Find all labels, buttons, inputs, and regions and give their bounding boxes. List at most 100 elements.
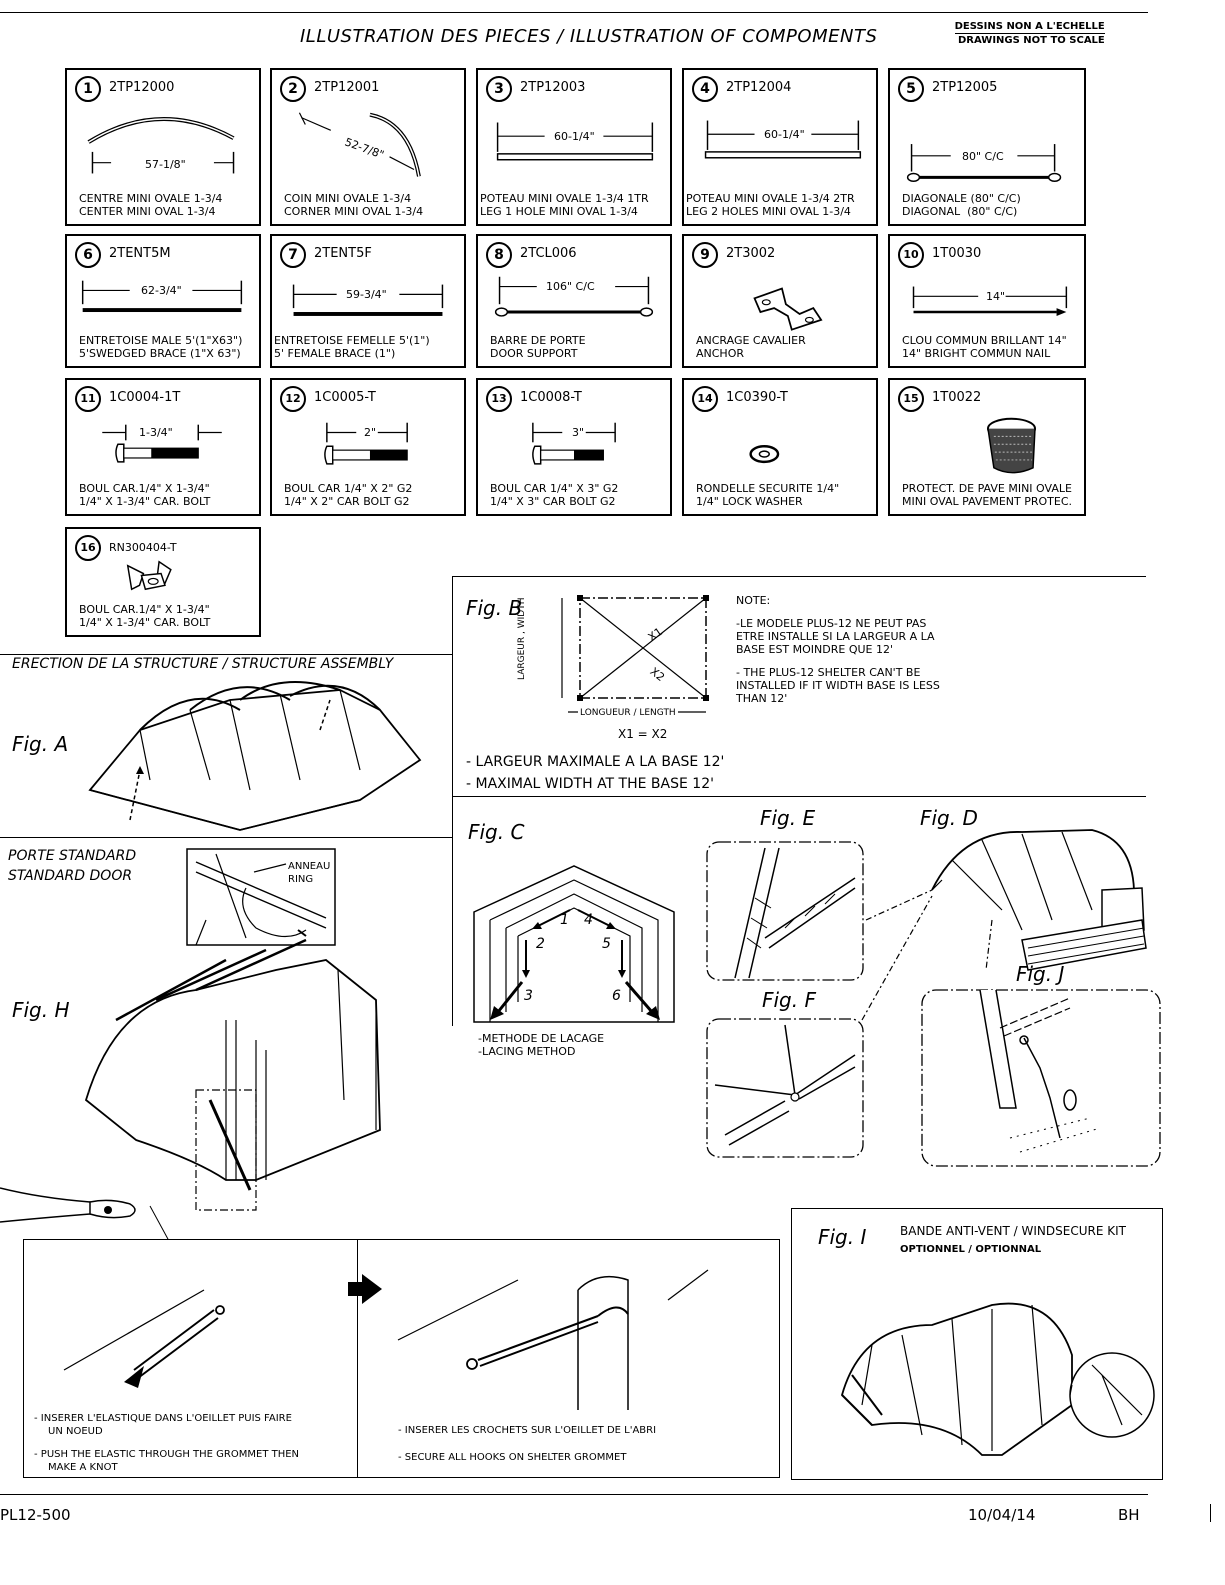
- left-instr-2: UN NOEUD: [48, 1426, 103, 1437]
- part-card-15: 15 1T0022 PROTECT. DE PAVE MINI OVALE MI…: [888, 378, 1086, 516]
- fig-c-label: Fig. C: [468, 820, 525, 844]
- desc-en: 1/4" X 3" CAR BOLT G2: [490, 495, 616, 508]
- desc-fr: PROTECT. DE PAVE MINI OVALE: [902, 482, 1072, 495]
- part-card-9: 9 2T3002 ANCRAGE CAVALIER ANCHOR: [682, 234, 878, 368]
- scale-note-en: DRAWINGS NOT TO SCALE: [958, 35, 1105, 46]
- fig-b-equation: X1 = X2: [618, 727, 668, 741]
- fig-e-label: Fig. E: [760, 806, 816, 830]
- part-number: 13: [486, 386, 512, 412]
- ring-detail-drawing: [186, 848, 336, 946]
- desc-fr: POTEAU MINI OVALE 1-3/4 2TR: [686, 192, 855, 205]
- desc-en: CORNER MINI OVAL 1-3/4: [284, 205, 424, 218]
- desc-en: 5'SWEDGED BRACE (1"X 63"): [79, 347, 241, 360]
- anchor-bracket-drawing: [753, 287, 823, 331]
- part-code: 2TENT5F: [314, 246, 372, 261]
- part-card-12: 12 1C0005-T 2" BOUL CAR 1/4" X 2" G2 1/4…: [270, 378, 466, 516]
- ring-fr: ANNEAU: [288, 861, 331, 872]
- fig-h-drawing: [84, 919, 381, 1211]
- part-dimension: 60-1/4": [554, 130, 595, 143]
- wing-nut-drawing: [126, 560, 172, 591]
- part-dimension: 60-1/4": [764, 128, 805, 141]
- fig-b-note: NOTE: -LE MODELE PLUS-12 NE PEUT PAS ETR…: [736, 594, 940, 705]
- desc-fr: POTEAU MINI OVALE 1-3/4 1TR: [480, 192, 649, 205]
- right-instructions: - INSERER LES CROCHETS SUR L'OEILLET DE …: [398, 1424, 656, 1464]
- part-description: BOUL CAR 1/4" X 2" G2 1/4" X 2" CAR BOLT…: [284, 482, 412, 508]
- part-number: 10: [898, 242, 924, 268]
- assembly-title: ERECTION DE LA STRUCTURE / STRUCTURE ASS…: [12, 656, 394, 672]
- part-code: 1C0005-T: [314, 390, 376, 405]
- desc-en: 14" BRIGHT COMMUN NAIL: [902, 347, 1051, 360]
- part-description: ANCRAGE CAVALIER ANCHOR: [696, 334, 806, 360]
- fig-b-label: Fig. B: [466, 596, 523, 620]
- part-number: 9: [692, 242, 718, 268]
- desc-en: ANCHOR: [696, 347, 745, 360]
- desc-en: 1/4" X 2" CAR BOLT G2: [284, 495, 410, 508]
- part-dimension: 62-3/4": [141, 284, 182, 297]
- part-code: 2TP12003: [520, 80, 586, 95]
- fig-i-drawing: [840, 1302, 1155, 1456]
- part-code: 1T0030: [932, 246, 982, 261]
- part-code: 2T3002: [726, 246, 776, 261]
- part-number: 7: [280, 242, 306, 268]
- right-instr-1: - INSERER LES CROCHETS SUR L'OEILLET DE …: [398, 1425, 657, 1436]
- part-card-5: 5 2TP12005 80" C/C DIAGONALE (80" C/C) D…: [888, 68, 1086, 226]
- desc-en: DIAGONAL (80" C/C): [902, 205, 1018, 218]
- desc-fr: ENTRETOISE FEMELLE 5'(1"): [274, 334, 430, 347]
- fig-c-step-4: 4: [584, 912, 593, 928]
- part-number: 3: [486, 76, 512, 102]
- part-description: DIAGONALE (80" C/C) DIAGONAL (80" C/C): [902, 192, 1021, 218]
- part-code: 2TP12001: [314, 80, 380, 95]
- desc-en: DOOR SUPPORT: [490, 347, 578, 360]
- part-card-14: 14 1C0390-T RONDELLE SECURITE 1/4" 1/4" …: [682, 378, 878, 516]
- desc-en: LEG 1 HOLE MINI OVAL 1-3/4: [480, 205, 638, 218]
- part-code: RN300404-T: [109, 541, 177, 554]
- part-number: 15: [898, 386, 924, 412]
- nail-drawing: [912, 286, 1068, 316]
- method-en: -LACING METHOD: [478, 1045, 576, 1058]
- lock-washer-drawing: [749, 445, 780, 464]
- doc-number: PL12-500: [0, 1506, 71, 1524]
- desc-fr: BOUL CAR.1/4" X 1-3/4": [79, 482, 210, 495]
- part-dimension: 59-3/4": [346, 288, 387, 301]
- fig-i-subtitle: OPTIONNEL / OPTIONNAL: [900, 1244, 1042, 1255]
- part-description: BOUL CAR 1/4" X 3" G2 1/4" X 3" CAR BOLT…: [490, 482, 618, 508]
- desc-fr: BOUL CAR.1/4" X 1-3/4": [79, 603, 210, 616]
- door-label: PORTE STANDARD STANDARD DOOR: [8, 846, 136, 886]
- part-description: ENTRETOISE FEMELLE 5'(1") 5' FEMALE BRAC…: [274, 334, 430, 360]
- note-fr-2: ETRE INSTALLE SI LA LARGEUR A LA: [736, 630, 935, 643]
- fig-d-drawing: [861, 829, 1147, 1021]
- desc-en: CENTER MINI OVAL 1-3/4: [79, 205, 216, 218]
- part-description: PROTECT. DE PAVE MINI OVALE MINI OVAL PA…: [902, 482, 1072, 508]
- fig-d-label: Fig. D: [920, 806, 978, 830]
- part-dimension: 106" C/C: [546, 280, 595, 293]
- fig-i-panel: Fig. I BANDE ANTI-VENT / WINDSECURE KIT …: [791, 1208, 1163, 1480]
- fig-a-drawing: [88, 681, 422, 831]
- carriage-bolt-drawing: [324, 422, 408, 465]
- part-dimension: 14": [986, 290, 1006, 303]
- fig-b-top-rule: [452, 576, 1146, 577]
- note-fr-3: BASE EST MOINDRE QUE 12': [736, 643, 894, 656]
- part-code: 2TP12005: [932, 80, 998, 95]
- desc-en: LEG 2 HOLES MINI OVAL 1-3/4: [686, 205, 851, 218]
- part-dimension: 1-3/4": [139, 426, 173, 439]
- fig-b-width-label: LARGEUR , WIDTH: [517, 597, 527, 680]
- part-card-2: 2 2TP12001 52-7/8" COIN MINI OVALE 1-3/4…: [270, 68, 466, 226]
- female-brace-drawing: [292, 284, 444, 316]
- fig-j-drawing: [921, 989, 1161, 1167]
- part-card-1: 1 2TP12000 57-1/8" CENTRE MINI OVALE 1-3…: [65, 68, 261, 226]
- part-description: ENTRETOISE MALE 5'(1"X63") 5'SWEDGED BRA…: [79, 334, 242, 360]
- note-en-2: INSTALLED IF IT WIDTH BASE IS LESS: [736, 679, 940, 692]
- part-number: 14: [692, 386, 718, 412]
- fig-j-label: Fig. J: [1016, 962, 1065, 986]
- instruction-panel-left: - INSERER L'ELASTIQUE DANS L'OEILLET PUI…: [23, 1239, 359, 1478]
- method-fr: -METHODE DE LACAGE: [478, 1032, 605, 1045]
- fig-a-label: Fig. A: [12, 732, 69, 756]
- page-title: ILLUSTRATION DES PIECES / ILLUSTRATION O…: [300, 26, 878, 47]
- part-code: 1C0004-1T: [109, 390, 181, 405]
- part-dimension: 2": [364, 426, 377, 439]
- note-en-3: THAN 12': [736, 692, 788, 705]
- desc-fr: RONDELLE SECURITE 1/4": [696, 482, 840, 495]
- desc-en: 1/4" X 1-3/4" CAR. BOLT: [79, 616, 211, 629]
- fig-b-bottom-rule: [452, 796, 1146, 797]
- part-number: 12: [280, 386, 306, 412]
